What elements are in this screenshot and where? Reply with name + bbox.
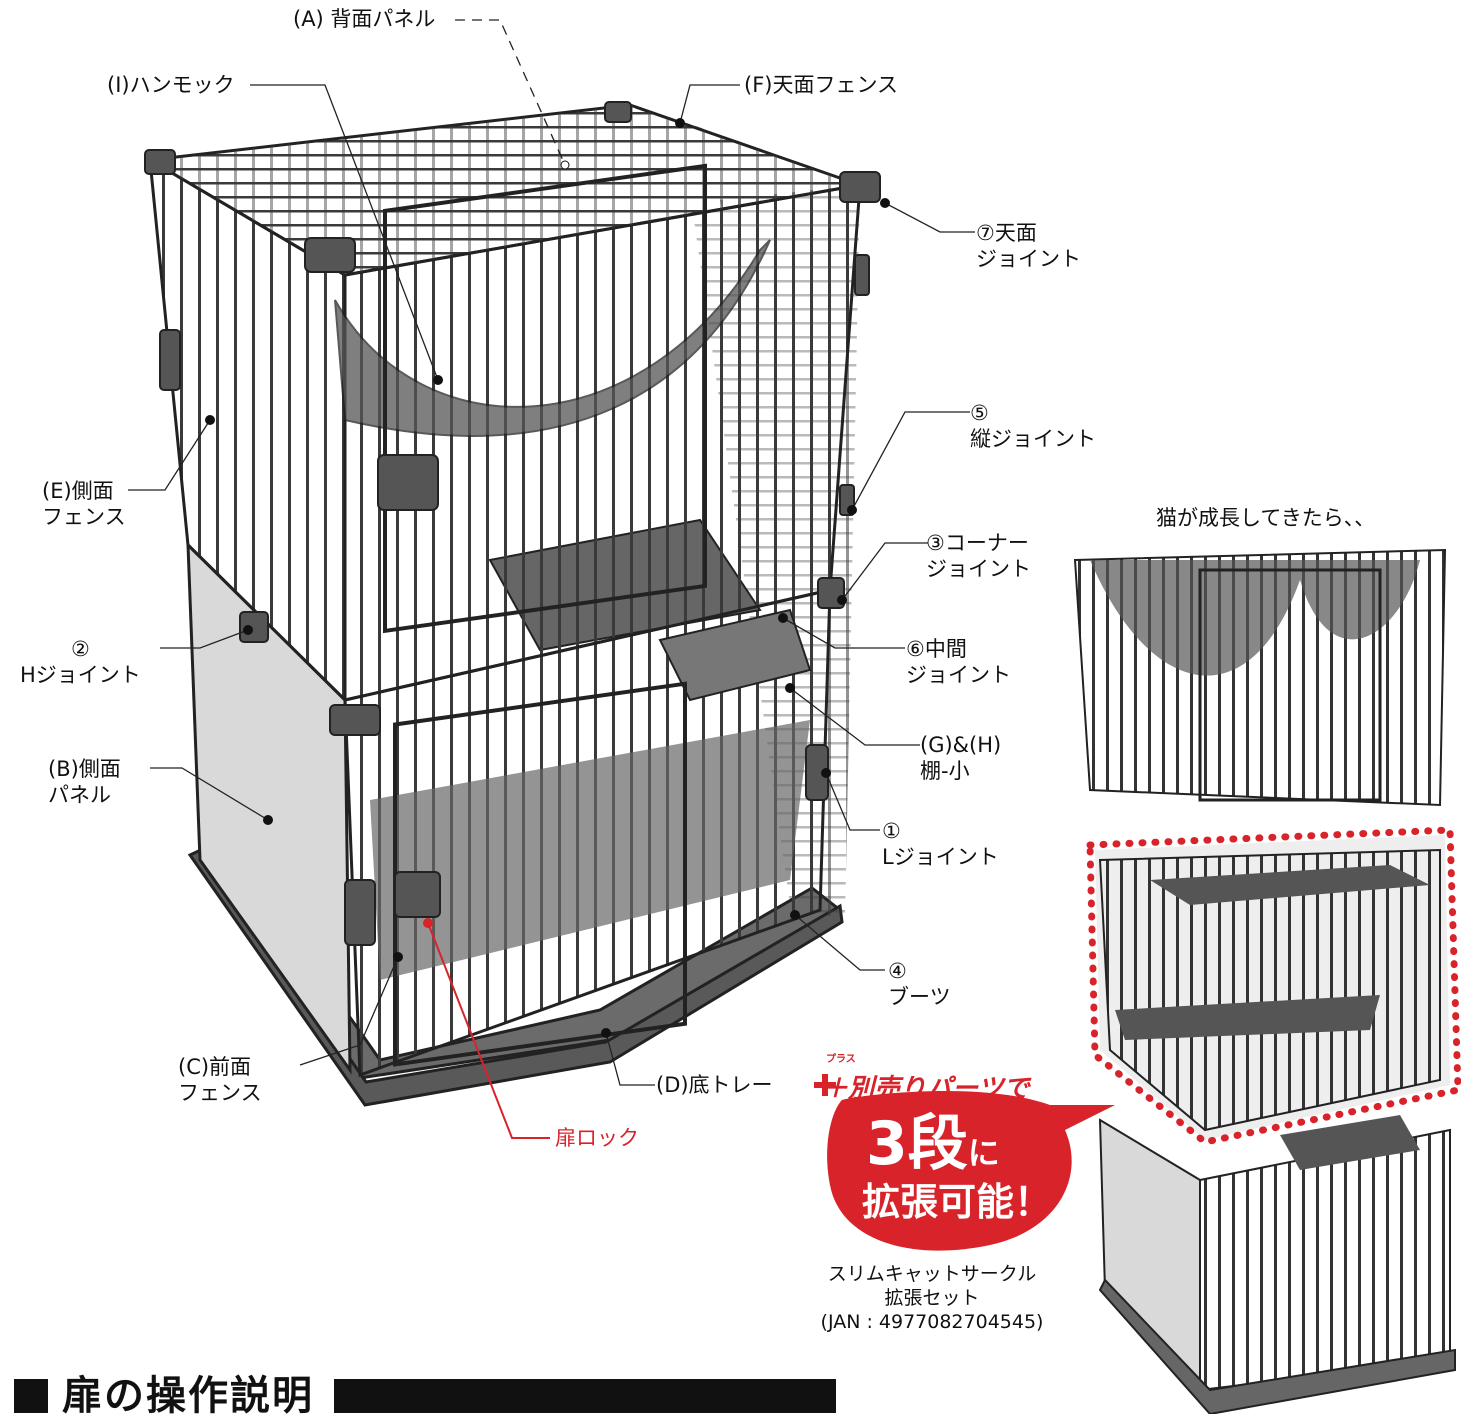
main-cage xyxy=(144,101,881,1107)
section-title: 扉の操作説明 xyxy=(62,1373,314,1419)
label-l-joint: ① Lジョイント xyxy=(882,819,999,869)
badge-big-num: 3段 xyxy=(866,1109,968,1179)
label-door-lock: 扉ロック xyxy=(555,1126,639,1150)
badge-title: ＋別売りパーツで xyxy=(822,1074,1030,1104)
section-header: 扉の操作説明 xyxy=(14,1376,836,1416)
label-top-fence: (F)天面フェンス xyxy=(744,73,899,97)
label-middle-joint: ⑥中間 ジョイント xyxy=(906,637,1011,687)
expansion-highlight xyxy=(1086,826,1461,1146)
label-vertical-joint: ⑤ 縦ジョイント xyxy=(970,401,1096,451)
expansion-badge xyxy=(814,1074,1115,1251)
hammock-shape xyxy=(334,239,771,437)
expansion-heading: 猫が成長してきたら、、 xyxy=(1156,506,1376,530)
section-bar xyxy=(334,1379,836,1413)
section-square-icon xyxy=(14,1379,48,1413)
label-side-fence: (E)側面 フェンス xyxy=(42,479,126,529)
leader-lines xyxy=(128,19,975,1139)
label-corner-joint: ③コーナー ジョイント xyxy=(926,531,1031,581)
expansion-stack xyxy=(1073,548,1461,1414)
label-h-joint: ② Hジョイント xyxy=(20,637,141,687)
badge-ruby: プラス xyxy=(826,1054,856,1065)
label-hammock: (I)ハンモック xyxy=(107,73,235,97)
label-bottom-tray: (D)底トレー xyxy=(656,1073,773,1097)
badge-expandable: 拡張可能！ xyxy=(862,1180,1053,1224)
leader-dots xyxy=(205,118,890,1038)
badge-three-tier: 3段に xyxy=(866,1112,1000,1185)
label-back-panel: (A) 背面パネル xyxy=(293,7,436,31)
label-boots: ④ ブーツ xyxy=(888,959,951,1009)
product-caption: スリムキャットサークル 拡張セット (JAN : 4977082704545) xyxy=(820,1263,1044,1333)
label-side-panel: (B)側面 パネル xyxy=(48,757,121,807)
badge-big-suffix: に xyxy=(967,1134,1000,1172)
label-top-joint: ⑦天面 ジョイント xyxy=(976,221,1081,271)
label-front-fence: (C)前面 フェンス xyxy=(178,1055,262,1105)
label-shelf-small: (G)&(H) 棚-小 xyxy=(920,733,1002,783)
